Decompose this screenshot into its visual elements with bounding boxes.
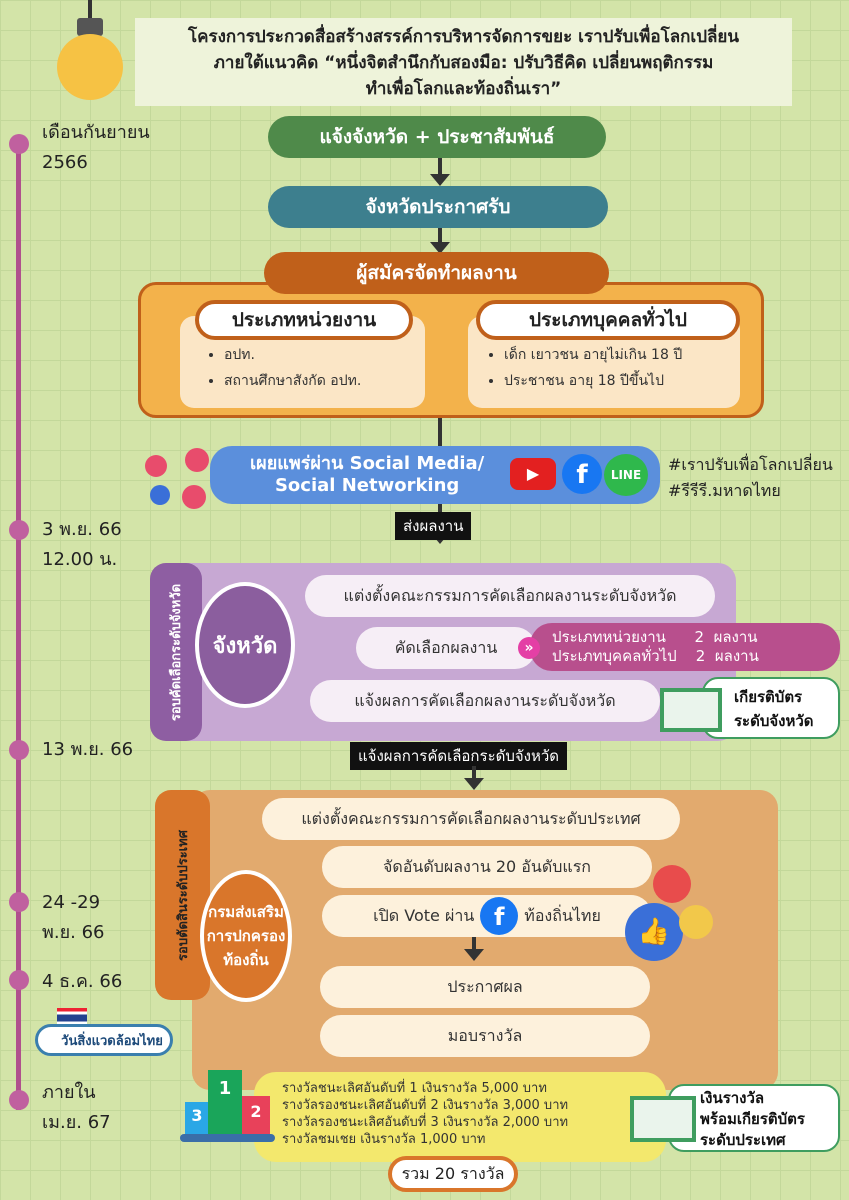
hashtags: #เราปรับเพื่อโลกเปลี่ยน #รีรีรี.มหาดไทย — [668, 452, 833, 504]
social-text: เผยแพร่ผ่าน Social Media/ — [250, 453, 485, 474]
province-step: แต่งตั้งคณะกรรมการคัดเลือกผลงานระดับจังห… — [305, 575, 715, 617]
thai-flag-icon — [57, 1008, 87, 1028]
title-line: ทำเพื่อโลกและท้องถิ่นเรา” — [365, 79, 562, 99]
hashtag[interactable]: #รีรีรี.มหาดไทย — [668, 481, 781, 500]
cert-text: พร้อมเกียรติบัตร — [700, 1110, 805, 1128]
province-step: แจ้งผลการคัดเลือกผลงานระดับจังหวัด — [310, 680, 660, 722]
category-item: เด็ก เยาวชน อายุไม่เกิน 18 ปี — [504, 342, 740, 368]
province-certificate: เกียรติบัตรระดับจังหวัด — [702, 677, 840, 739]
circle-text: การปกครอง — [206, 927, 286, 945]
category-item: อปท. — [224, 342, 425, 368]
submit-label: ส่งผลงาน — [395, 512, 472, 540]
province-tab-label: รอบคัดเลือกระดับจังหวัด — [169, 583, 185, 721]
cert-text: เกียรติบัตร — [734, 688, 803, 706]
arrow-down-icon — [464, 937, 484, 961]
facebook-icon[interactable]: f — [562, 454, 602, 494]
header-title: โครงการประกวดสื่อสร้างสรรค์การบริหารจัดก… — [135, 18, 792, 106]
prize-line: รางวัลชมเชย เงินรางวัล 1,000 บาท — [282, 1132, 486, 1147]
timeline-dot — [9, 970, 29, 990]
hashtag[interactable]: #เราปรับเพื่อโลกเปลี่ยน — [668, 455, 833, 474]
prize-line: รางวัลรองชนะเลิศอันดับที่ 3 เงินรางวัล 2… — [282, 1115, 569, 1130]
vote-text: เปิด Vote ผ่าน — [373, 905, 475, 925]
timeline-dot — [9, 134, 29, 154]
social-text: Social Networking — [274, 475, 460, 496]
timeline-date: 24 -29 พ.ย. 66 — [42, 892, 105, 943]
prize-line: รางวัลชนะเลิศอันดับที่ 1 เงินรางวัล 5,00… — [282, 1081, 547, 1096]
national-step: มอบรางวัล — [320, 1015, 650, 1057]
national-step-vote: เปิด Vote ผ่าน f ท้องถิ่นไทย — [322, 895, 652, 937]
lightbulb-icon — [55, 0, 125, 105]
result-line: ประเภทหน่วยงาน 2 ผลงาน — [552, 628, 758, 646]
line-icon[interactable]: LINE — [604, 454, 648, 496]
province-step: คัดเลือกผลงาน — [356, 627, 536, 669]
timeline-dot — [9, 1090, 29, 1110]
result-line: ประเภทบุคคลทั่วไป 2 ผลงาน — [552, 647, 759, 665]
youtube-icon[interactable]: ▶ — [510, 458, 556, 490]
national-step: จัดอันดับผลงาน 20 อันดับแรก — [322, 846, 652, 888]
category-item: ประชาชน อายุ 18 ปีขึ้นไป — [504, 368, 740, 394]
step-applicants: ผู้สมัครจัดทำผลงาน — [264, 252, 609, 294]
notification-like-share-icon: 👍 — [625, 865, 715, 965]
national-round-tab: รอบตัดสินระดับประเทศ — [155, 790, 210, 1000]
vote-text: ท้องถิ่นไทย — [524, 905, 601, 925]
province-circle: จังหวัด — [195, 582, 295, 708]
national-certificate: เงินรางวัลพร้อมเกียรติบัตรระดับประเทศ — [668, 1084, 840, 1152]
timeline-date: ภายใน เม.ย. 67 — [42, 1082, 111, 1133]
cert-text: ระดับประเทศ — [700, 1131, 786, 1149]
circle-text: กรมส่งเสริม — [208, 903, 284, 921]
connector — [438, 418, 442, 448]
timeline-date: 13 พ.ย. 66 — [42, 739, 134, 760]
cert-text: ระดับจังหวัด — [734, 712, 814, 730]
timeline-date: 4 ธ.ค. 66 — [42, 971, 123, 992]
national-circle: กรมส่งเสริมการปกครองท้องถิ่น — [200, 870, 292, 1002]
timeline-dot — [9, 892, 29, 912]
prize-line: รางวัลรองชนะเลิศอันดับที่ 2 เงินรางวัล 3… — [282, 1098, 569, 1113]
hearts-likes-icon — [130, 440, 215, 510]
category-general-title: ประเภทบุคคลทั่วไป — [476, 300, 740, 340]
category-item: สถานศึกษาสังกัด อปท. — [224, 368, 425, 394]
podium-icon: 3 1 2 — [180, 1060, 275, 1145]
timeline-date: เดือนกันยายน 2566 — [42, 122, 150, 173]
circle-text: ท้องถิ่น — [223, 951, 269, 969]
category-org-title: ประเภทหน่วยงาน — [195, 300, 413, 340]
province-results: ประเภทหน่วยงาน 2 ผลงานประเภทบุคคลทั่วไป … — [530, 623, 840, 671]
notify-label: แจ้งผลการคัดเลือกระดับจังหวัด — [350, 742, 568, 770]
certificate-icon — [630, 1096, 696, 1142]
timeline-date: 3 พ.ย. 66 12.00 น. — [42, 519, 122, 570]
step-province-accept: จังหวัดประกาศรับ — [268, 186, 608, 228]
national-step: ประกาศผล — [320, 966, 650, 1008]
arrow-down-icon — [430, 158, 450, 186]
national-step: แต่งตั้งคณะกรรมการคัดเลือกผลงานระดับประเ… — [262, 798, 680, 840]
step-notify-province: แจ้งจังหวัด + ประชาสัมพันธ์ — [268, 116, 606, 158]
prizes-box: รางวัลชนะเลิศอันดับที่ 1 เงินรางวัล 5,00… — [254, 1072, 666, 1162]
environment-day-badge: วันสิ่งแวดล้อมไทย — [35, 1024, 173, 1056]
certificate-icon — [660, 688, 722, 732]
facebook-icon[interactable]: f — [480, 897, 519, 935]
arrow-down-icon — [464, 766, 484, 790]
arrow-down-icon — [430, 228, 450, 254]
national-tab-label: รอบตัดสินระดับประเทศ — [176, 829, 192, 961]
province-round-tab: รอบคัดเลือกระดับจังหวัด — [150, 563, 202, 741]
title-line: โครงการประกวดสื่อสร้างสรรค์การบริหารจัดก… — [187, 27, 740, 47]
cert-text: เงินรางวัล — [700, 1089, 765, 1107]
timeline-dot — [9, 740, 29, 760]
total-prizes: รวม 20 รางวัล — [388, 1156, 518, 1192]
title-line: ภายใต้แนวคิด “หนึ่งจิตสำนึกกับสองมือ: ปร… — [213, 53, 714, 73]
timeline-line — [16, 140, 21, 1110]
timeline-dot — [9, 520, 29, 540]
double-chevron-icon: » — [518, 637, 540, 659]
